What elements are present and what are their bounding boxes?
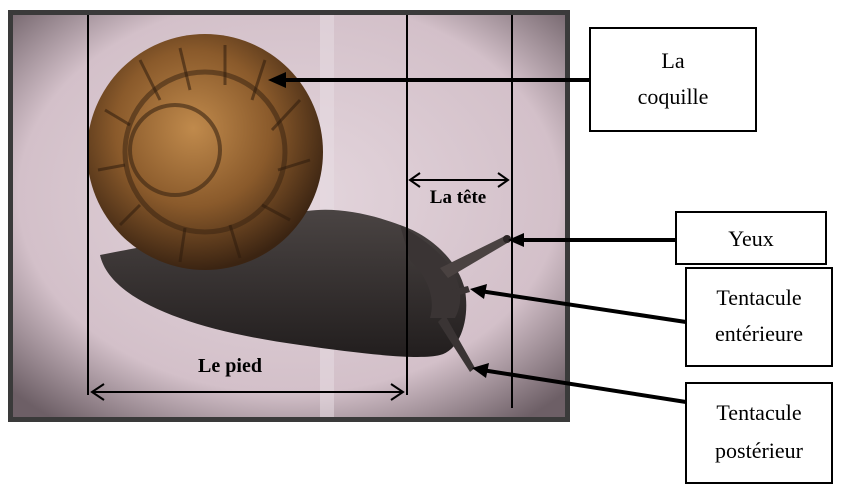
anterior-tentacle-label-box: Tentacule entérieure — [686, 268, 832, 366]
eyes-label: Yeux — [728, 226, 773, 251]
snail-shell — [87, 34, 323, 270]
posterior-tentacle-label-line2: postérieur — [715, 438, 804, 463]
head-label: La tête — [430, 187, 486, 208]
anterior-tentacle-label-line1: Tentacule — [716, 285, 801, 310]
posterior-tentacle-label-line1: Tentacule — [716, 400, 801, 425]
eye-spot — [503, 235, 511, 243]
snail-photo — [8, 10, 570, 422]
shell-label-box: La coquille — [590, 28, 756, 131]
eyes-label-box: Yeux — [676, 212, 826, 264]
anterior-tentacle-label-line2: entérieure — [715, 321, 803, 346]
shell-label-line2: coquille — [638, 84, 709, 109]
posterior-tentacle-label-box: Tentacule postérieur — [686, 383, 832, 483]
foot-label: Le pied — [198, 355, 262, 377]
shell-label-line1: La — [661, 48, 684, 73]
